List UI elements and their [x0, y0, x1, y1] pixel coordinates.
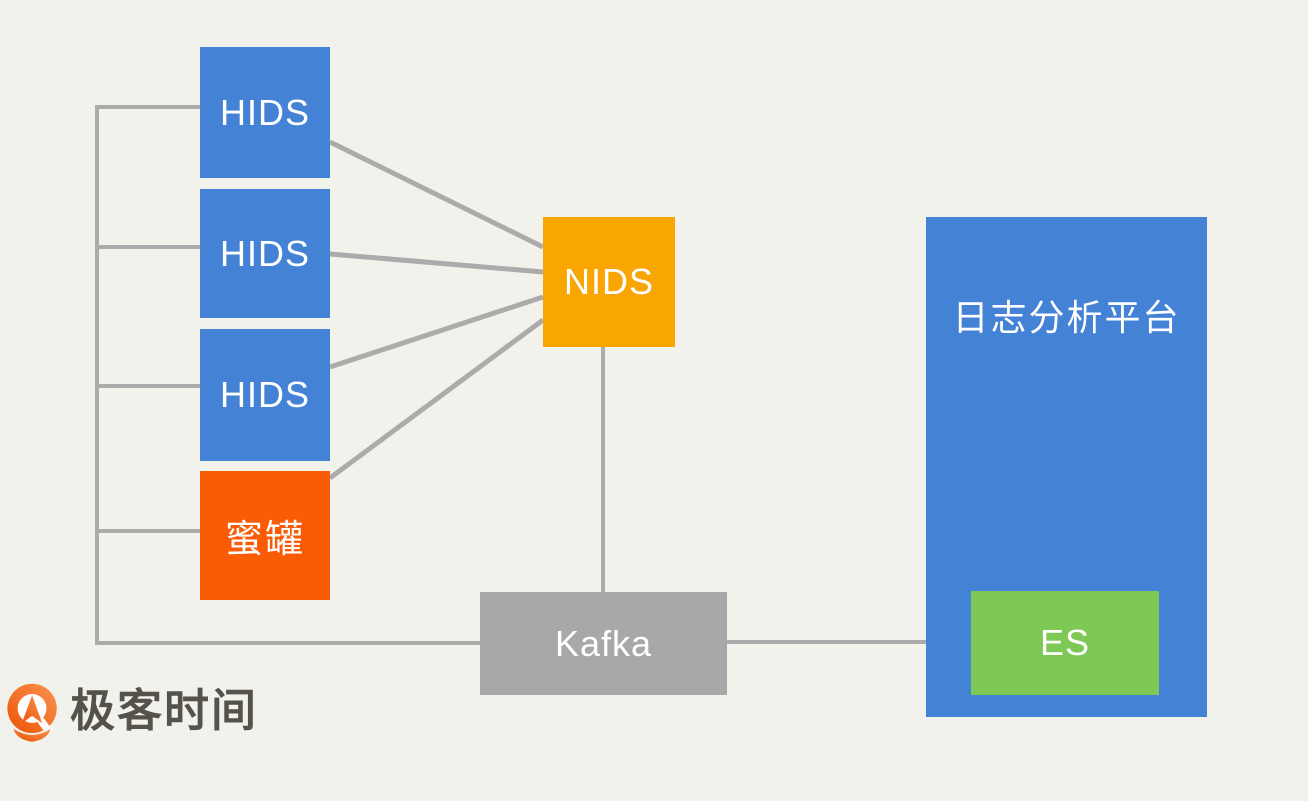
- log-platform-label: 日志分析平台: [952, 297, 1181, 338]
- hids-box-1: HIDS: [200, 47, 330, 178]
- hids-box-3-label: HIDS: [219, 374, 310, 415]
- honeypot-box: 蜜罐: [200, 471, 330, 600]
- kafka-box-label: Kafka: [554, 622, 653, 664]
- hids-box-2-label: HIDS: [219, 232, 310, 274]
- kafka-box: Kafka: [480, 592, 727, 695]
- hids-box-1-label: HIDS: [219, 91, 310, 133]
- nids-box-label: NIDS: [563, 261, 654, 302]
- honeypot-box-label: 蜜罐: [224, 519, 305, 561]
- connector-bus: [95, 105, 480, 645]
- log-platform-box: 日志分析平台 ES: [926, 217, 1207, 717]
- es-box-label: ES: [1039, 622, 1091, 663]
- es-box: ES: [971, 591, 1159, 695]
- geektime-logo-text: 极客时间: [70, 684, 259, 736]
- nids-box: NIDS: [543, 217, 675, 347]
- connector-honeypot-nids: [328, 317, 545, 481]
- connector-hids3-nids: [329, 294, 544, 370]
- hids-box-3: HIDS: [200, 329, 330, 461]
- connector-hids2-nids: [329, 251, 544, 275]
- geektime-logo: 极客时间: [6, 681, 258, 747]
- connector-hids1-nids: [328, 139, 545, 250]
- geektime-logo-icon: [7, 683, 57, 742]
- hids-box-2: HIDS: [200, 189, 330, 318]
